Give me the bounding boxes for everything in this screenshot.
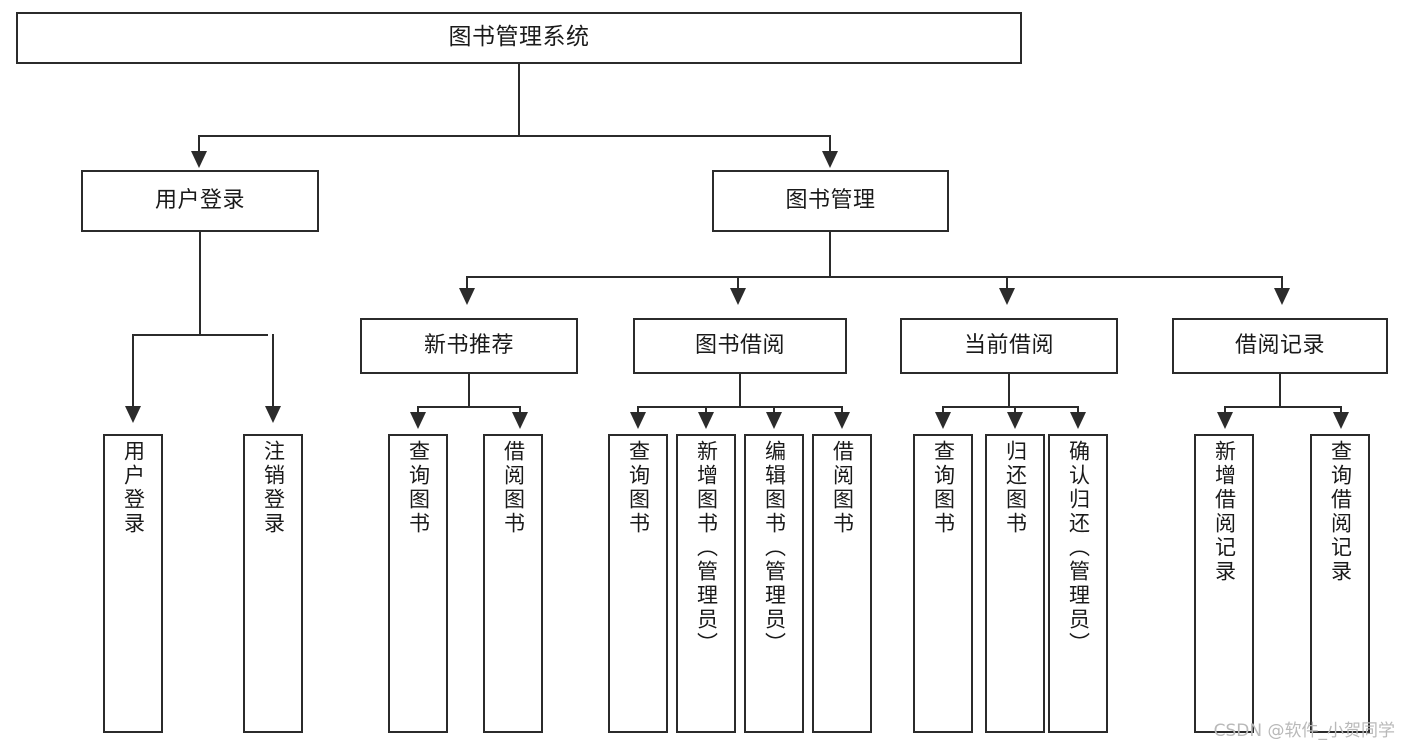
node-label: 图书管理 bbox=[785, 188, 876, 214]
connector-cb-stem bbox=[1008, 374, 1010, 408]
leaf-label: 查询图书 bbox=[931, 440, 956, 536]
arrow-to-cb-leaf-1 bbox=[935, 412, 951, 429]
node-label: 借阅记录 bbox=[1234, 333, 1325, 359]
node-book-borrow[interactable]: 图书借阅 bbox=[633, 318, 847, 374]
leaf-br-add-record[interactable]: 新增借阅记录 bbox=[1194, 434, 1254, 733]
leaf-label: 注销登录 bbox=[261, 440, 286, 536]
connector-book-management-bar bbox=[466, 276, 1283, 278]
leaf-user-login[interactable]: 用户登录 bbox=[103, 434, 163, 733]
connector-nbr-drop-1 bbox=[417, 406, 419, 414]
leaf-bb-edit-book-admin[interactable]: 编辑图书（管理员） bbox=[744, 434, 804, 733]
leaf-nbr-query-book[interactable]: 查询图书 bbox=[388, 434, 448, 733]
connector-book-management-stem bbox=[829, 232, 831, 278]
leaf-nbr-borrow-book[interactable]: 借阅图书 bbox=[483, 434, 543, 733]
connector-user-login-drop-2 bbox=[272, 334, 274, 408]
arrow-to-cb-leaf-3 bbox=[1070, 412, 1086, 429]
leaf-cb-return-book[interactable]: 归还图书 bbox=[985, 434, 1045, 733]
arrow-to-bb-leaf-1 bbox=[630, 412, 646, 429]
connector-br-drop-2 bbox=[1340, 406, 1342, 414]
arrow-to-br-leaf-1 bbox=[1217, 412, 1233, 429]
connector-cb-drop-1 bbox=[942, 406, 944, 414]
arrow-to-user-login-leaf bbox=[125, 406, 141, 423]
connector-cb-bar bbox=[942, 406, 1079, 408]
connector-bm-drop-2 bbox=[737, 276, 739, 290]
node-current-borrow[interactable]: 当前借阅 bbox=[900, 318, 1118, 374]
connector-root-drop-left bbox=[198, 135, 200, 153]
leaf-label: 确认归还（管理员） bbox=[1066, 440, 1091, 656]
leaf-label: 借阅图书 bbox=[830, 440, 855, 536]
connector-bm-drop-1 bbox=[466, 276, 468, 290]
node-book-management-system[interactable]: 图书管理系统 bbox=[16, 12, 1022, 64]
arrow-to-bb-leaf-4 bbox=[834, 412, 850, 429]
node-label: 当前借阅 bbox=[963, 333, 1054, 359]
connector-bb-drop-1 bbox=[637, 406, 639, 414]
connector-nbr-drop-2 bbox=[519, 406, 521, 414]
connector-nbr-bar bbox=[417, 406, 521, 408]
connector-root-drop-right bbox=[829, 135, 831, 153]
leaf-cb-query-book[interactable]: 查询图书 bbox=[913, 434, 973, 733]
leaf-label: 编辑图书（管理员） bbox=[762, 440, 787, 656]
connector-bb-drop-2 bbox=[705, 406, 707, 414]
connector-cb-drop-3 bbox=[1077, 406, 1079, 414]
node-label: 用户登录 bbox=[154, 188, 245, 214]
leaf-label: 查询图书 bbox=[406, 440, 431, 536]
leaf-logout[interactable]: 注销登录 bbox=[243, 434, 303, 733]
node-label: 图书借阅 bbox=[694, 333, 785, 359]
connector-nbr-stem bbox=[468, 374, 470, 408]
connector-bb-drop-4 bbox=[841, 406, 843, 414]
node-new-book-recommend[interactable]: 新书推荐 bbox=[360, 318, 578, 374]
connector-br-bar bbox=[1224, 406, 1342, 408]
leaf-cb-confirm-return-admin[interactable]: 确认归还（管理员） bbox=[1048, 434, 1108, 733]
arrow-to-bb-leaf-3 bbox=[766, 412, 782, 429]
arrow-to-cb-leaf-2 bbox=[1007, 412, 1023, 429]
watermark: CSDN @软件_小贺同学 bbox=[1213, 721, 1395, 741]
connector-user-login-drop-1 bbox=[132, 334, 134, 408]
arrow-to-borrow-records bbox=[1274, 288, 1290, 305]
node-label: 图书管理系统 bbox=[448, 24, 590, 51]
node-borrow-records[interactable]: 借阅记录 bbox=[1172, 318, 1388, 374]
arrow-to-br-leaf-2 bbox=[1333, 412, 1349, 429]
connector-user-login-stem bbox=[199, 232, 201, 336]
arrow-to-new-book-recommend bbox=[459, 288, 475, 305]
connector-bb-stem bbox=[739, 374, 741, 408]
node-book-management[interactable]: 图书管理 bbox=[712, 170, 949, 232]
node-label: 新书推荐 bbox=[423, 333, 514, 359]
leaf-label: 查询借阅记录 bbox=[1328, 440, 1353, 584]
connector-root-bar bbox=[198, 135, 831, 137]
connector-br-stem bbox=[1279, 374, 1281, 408]
connector-bb-bar bbox=[637, 406, 843, 408]
leaf-label: 新增图书（管理员） bbox=[694, 440, 719, 656]
connector-bb-drop-3 bbox=[773, 406, 775, 414]
connector-bm-drop-3 bbox=[1006, 276, 1008, 290]
connector-root-stem bbox=[518, 64, 520, 136]
leaf-bb-borrow-book[interactable]: 借阅图书 bbox=[812, 434, 872, 733]
arrow-to-book-borrow bbox=[730, 288, 746, 305]
connector-br-drop-1 bbox=[1224, 406, 1226, 414]
leaf-label: 查询图书 bbox=[626, 440, 651, 536]
leaf-bb-add-book-admin[interactable]: 新增图书（管理员） bbox=[676, 434, 736, 733]
leaf-label: 归还图书 bbox=[1003, 440, 1028, 536]
arrow-to-user-login bbox=[191, 151, 207, 168]
arrow-to-current-borrow bbox=[999, 288, 1015, 305]
node-user-login[interactable]: 用户登录 bbox=[81, 170, 319, 232]
arrow-to-bb-leaf-2 bbox=[698, 412, 714, 429]
connector-bm-drop-4 bbox=[1281, 276, 1283, 290]
leaf-label: 用户登录 bbox=[121, 440, 146, 536]
connector-cb-drop-2 bbox=[1014, 406, 1016, 414]
connector-user-login-bar bbox=[132, 334, 268, 336]
leaf-br-query-record[interactable]: 查询借阅记录 bbox=[1310, 434, 1370, 733]
leaf-label: 借阅图书 bbox=[501, 440, 526, 536]
arrow-to-nbr-leaf-2 bbox=[512, 412, 528, 429]
arrow-to-book-management bbox=[822, 151, 838, 168]
arrow-to-logout-leaf bbox=[265, 406, 281, 423]
leaf-bb-query-book[interactable]: 查询图书 bbox=[608, 434, 668, 733]
leaf-label: 新增借阅记录 bbox=[1212, 440, 1237, 584]
arrow-to-nbr-leaf-1 bbox=[410, 412, 426, 429]
